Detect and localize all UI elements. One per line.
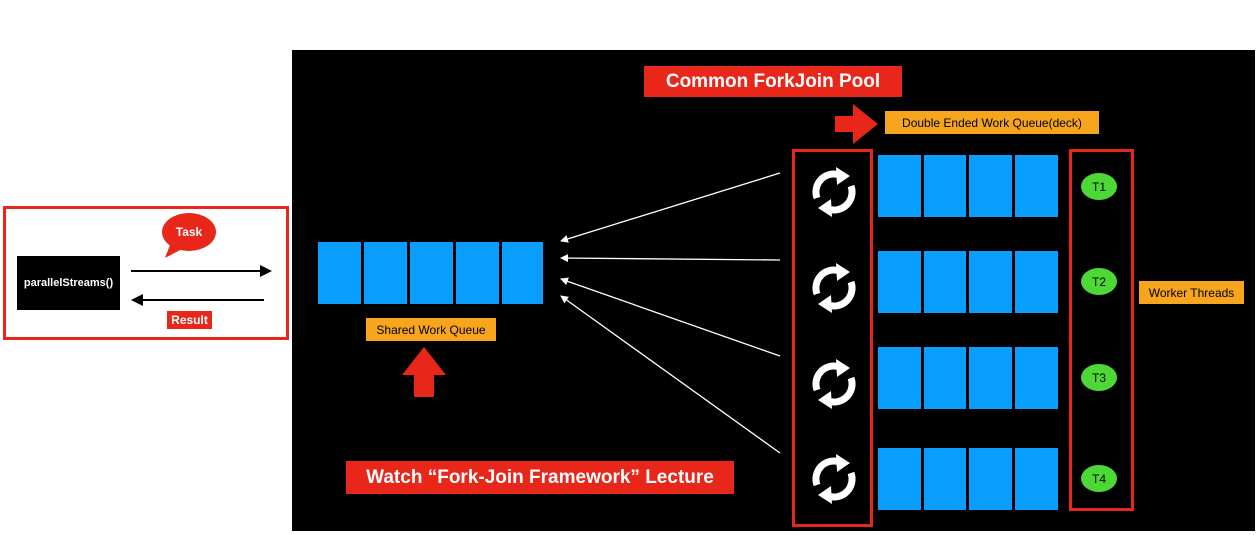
result-arrow (131, 294, 264, 306)
steal-arrow-1 (560, 172, 781, 243)
deque-cell (969, 155, 1012, 217)
shared-queue-label: Shared Work Queue (366, 318, 496, 341)
task-arrow (131, 265, 272, 277)
steal-arrow-3 (560, 277, 781, 357)
up-arrow-icon (402, 347, 446, 397)
thread-t4: T4 (1081, 465, 1117, 492)
deque-cell (1015, 347, 1058, 409)
shared-queue-cell (456, 242, 499, 304)
deque-cell (924, 347, 966, 409)
parallel-streams-box: parallelStreams() (17, 256, 120, 310)
deque-cell (878, 155, 921, 217)
deque-cell (969, 448, 1012, 510)
task-label: Task (175, 225, 203, 239)
cycle-icon (816, 263, 852, 313)
shared-queue-cell (410, 242, 453, 304)
thread-t2: T2 (1081, 268, 1117, 295)
worker-threads-frame (1069, 149, 1134, 511)
cycle-icons-frame (792, 149, 873, 527)
lecture-note: Watch “Fork-Join Framework” Lecture (346, 461, 734, 494)
result-label: Result (167, 311, 212, 329)
steal-arrow-2 (560, 254, 781, 263)
deque-cell (969, 251, 1012, 313)
pool-title: Common ForkJoin Pool (644, 66, 902, 97)
steal-arrow-4 (560, 295, 781, 454)
shared-queue-cell (502, 242, 543, 304)
deque-cell (1015, 251, 1058, 313)
cycle-icon (816, 454, 852, 504)
deque-cell (878, 347, 921, 409)
deque-cell (1015, 155, 1058, 217)
deque-label: Double Ended Work Queue(deck) (885, 111, 1099, 134)
deque-cell (924, 251, 966, 313)
shared-queue-cell (364, 242, 407, 304)
right-arrow-icon (835, 104, 878, 144)
thread-t1: T1 (1081, 173, 1117, 200)
thread-t3: T3 (1081, 364, 1117, 391)
task-speech-bubble (162, 213, 216, 258)
deque-cell (878, 251, 921, 313)
deque-cell (878, 448, 921, 510)
cycle-icon (816, 359, 852, 409)
deque-cell (1015, 448, 1058, 510)
deque-cell (924, 155, 966, 217)
cycle-icon (816, 167, 852, 217)
deque-cell (924, 448, 966, 510)
worker-threads-label: Worker Threads (1139, 281, 1244, 304)
client-panel (3, 206, 289, 340)
shared-queue-cell (318, 242, 361, 304)
deque-cell (969, 347, 1012, 409)
